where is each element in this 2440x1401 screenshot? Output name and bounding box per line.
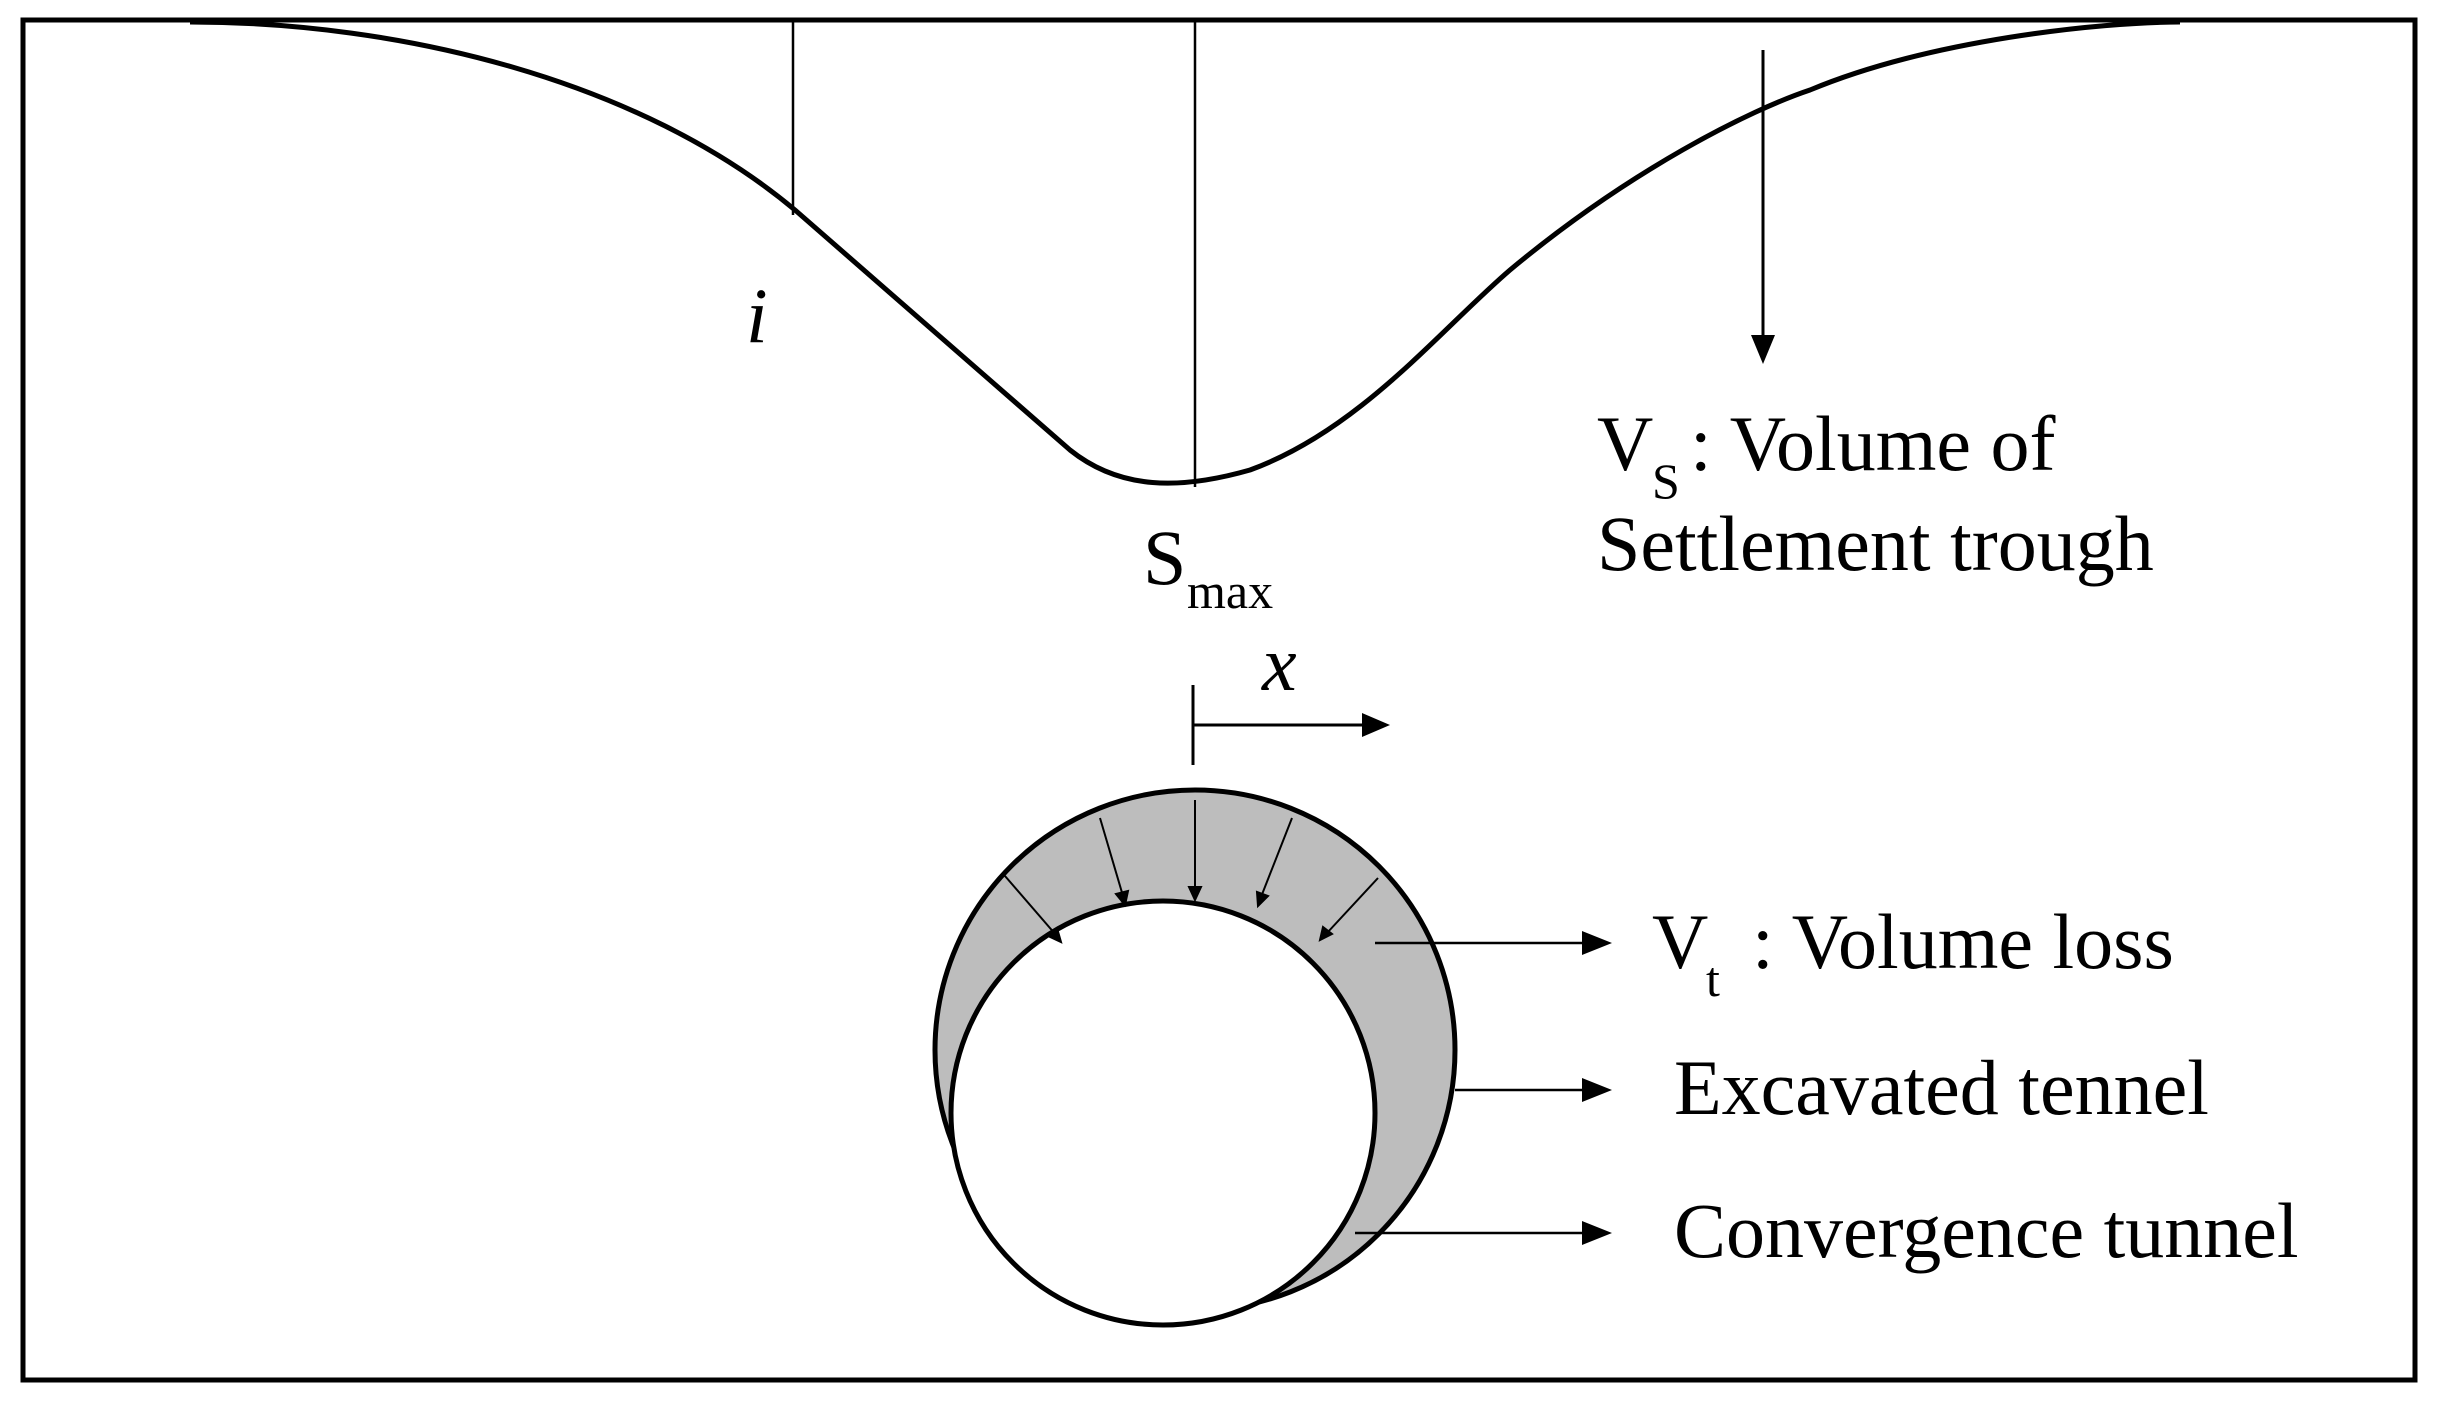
settlement-trough-curve <box>189 19 2181 486</box>
x-axis-arrow-head <box>1362 713 1390 737</box>
convergence-arrows <box>1004 800 1379 944</box>
excavated-pointer-head <box>1582 1078 1612 1102</box>
diagram-frame <box>20 17 2418 1383</box>
vs-symbol: V <box>1597 400 1653 487</box>
inflection-label: i <box>746 272 768 359</box>
vt-description: : Volume loss <box>1752 898 2174 985</box>
x-axis-label: x <box>1261 620 1297 707</box>
vs-description-line1: : Volume of <box>1690 400 2055 487</box>
convergence-tunnel <box>948 898 1378 1328</box>
vs-description-line2: Settlement trough <box>1597 500 2154 587</box>
convergence-pointer-head <box>1582 1221 1612 1245</box>
vt-pointer-head <box>1582 931 1612 955</box>
vt-subscript: t <box>1706 951 1720 1007</box>
excavated-tunnel-label: Excavated tennel <box>1674 1044 2209 1131</box>
vs-arrow-head <box>1751 335 1775 364</box>
convergence-tunnel-label: Convergence tunnel <box>1674 1187 2299 1274</box>
smax-label: S <box>1143 514 1186 601</box>
vs-subscript: S <box>1652 453 1680 509</box>
smax-subscript: max <box>1187 563 1273 619</box>
vt-symbol: V <box>1652 898 1708 985</box>
